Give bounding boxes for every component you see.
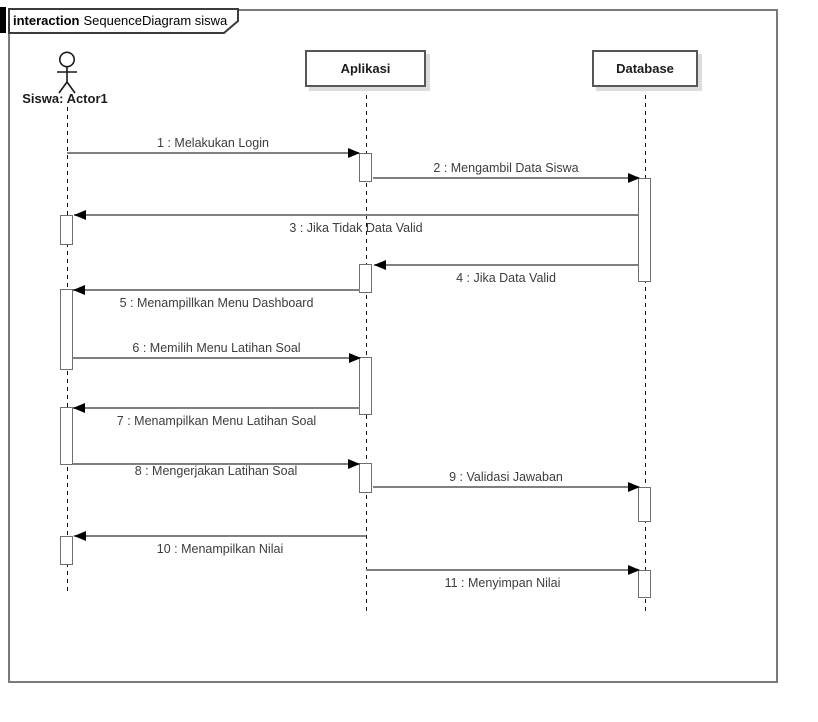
message-line xyxy=(73,357,360,359)
activation-database-11 xyxy=(638,570,651,598)
arrowhead-icon xyxy=(73,284,85,295)
message-line xyxy=(374,264,638,266)
arrowhead-icon xyxy=(628,481,640,492)
message-line xyxy=(73,289,360,291)
frame-title-tab xyxy=(8,8,239,34)
message-line xyxy=(373,177,639,179)
activation-aplikasi-4 xyxy=(359,264,372,293)
arrowhead-icon xyxy=(628,564,640,575)
activation-aplikasi-1 xyxy=(359,153,372,182)
message-line xyxy=(73,463,359,465)
activation-actor-5 xyxy=(60,289,73,370)
arrowhead-icon xyxy=(628,172,640,183)
arrowhead-icon xyxy=(74,209,86,220)
actor-icon xyxy=(50,50,84,100)
message-label: 3 : Jika Tidak Data Valid xyxy=(289,221,423,235)
frame-title-name: SequenceDiagram siswa xyxy=(83,12,228,28)
activation-database-9 xyxy=(638,487,651,522)
message-label: 4 : Jika Data Valid xyxy=(456,271,556,285)
arrowhead-icon xyxy=(349,352,361,363)
frame-title: interaction SequenceDiagram siswa xyxy=(8,9,227,31)
message-line xyxy=(366,569,639,571)
actor-label: Siswa: Actor1 xyxy=(22,91,108,106)
message-line xyxy=(74,535,366,537)
lifeline-database xyxy=(644,87,646,613)
message-line xyxy=(373,486,639,488)
message-line xyxy=(73,407,360,409)
message-line xyxy=(74,214,638,216)
arrowhead-icon xyxy=(74,530,86,541)
lifeline-head-aplikasi: Aplikasi xyxy=(305,50,426,87)
activation-actor-3 xyxy=(60,215,73,245)
message-label: 1 : Melakukan Login xyxy=(157,136,269,150)
arrowhead-icon xyxy=(73,402,85,413)
arrowhead-icon xyxy=(374,259,386,270)
message-label: 5 : Menampillkan Menu Dashboard xyxy=(119,296,314,310)
frame-edge-mark xyxy=(0,7,6,33)
diagram-frame xyxy=(8,9,778,683)
message-label: 2 : Mengambil Data Siswa xyxy=(433,161,579,175)
activation-database-2 xyxy=(638,178,651,282)
message-label: 9 : Validasi Jawaban xyxy=(449,470,563,484)
message-label: 7 : Menampilkan Menu Latihan Soal xyxy=(116,414,317,428)
message-label: 8 : Mengerjakan Latihan Soal xyxy=(134,464,298,478)
arrowhead-icon xyxy=(348,458,360,469)
message-label: 6 : Memilih Menu Latihan Soal xyxy=(132,341,301,355)
lifeline-aplikasi xyxy=(365,87,367,613)
activation-aplikasi-8 xyxy=(359,463,372,493)
lifeline-head-database: Database xyxy=(592,50,698,87)
activation-aplikasi-6 xyxy=(359,357,372,415)
message-label: 11 : Menyimpan Nilai xyxy=(444,576,561,590)
message-line xyxy=(67,152,359,154)
message-label: 10 : Menampilkan Nilai xyxy=(156,542,284,556)
activation-actor-7 xyxy=(60,407,73,465)
activation-actor-10 xyxy=(60,536,73,565)
frame-title-keyword: interaction xyxy=(13,12,80,28)
arrowhead-icon xyxy=(348,147,360,158)
